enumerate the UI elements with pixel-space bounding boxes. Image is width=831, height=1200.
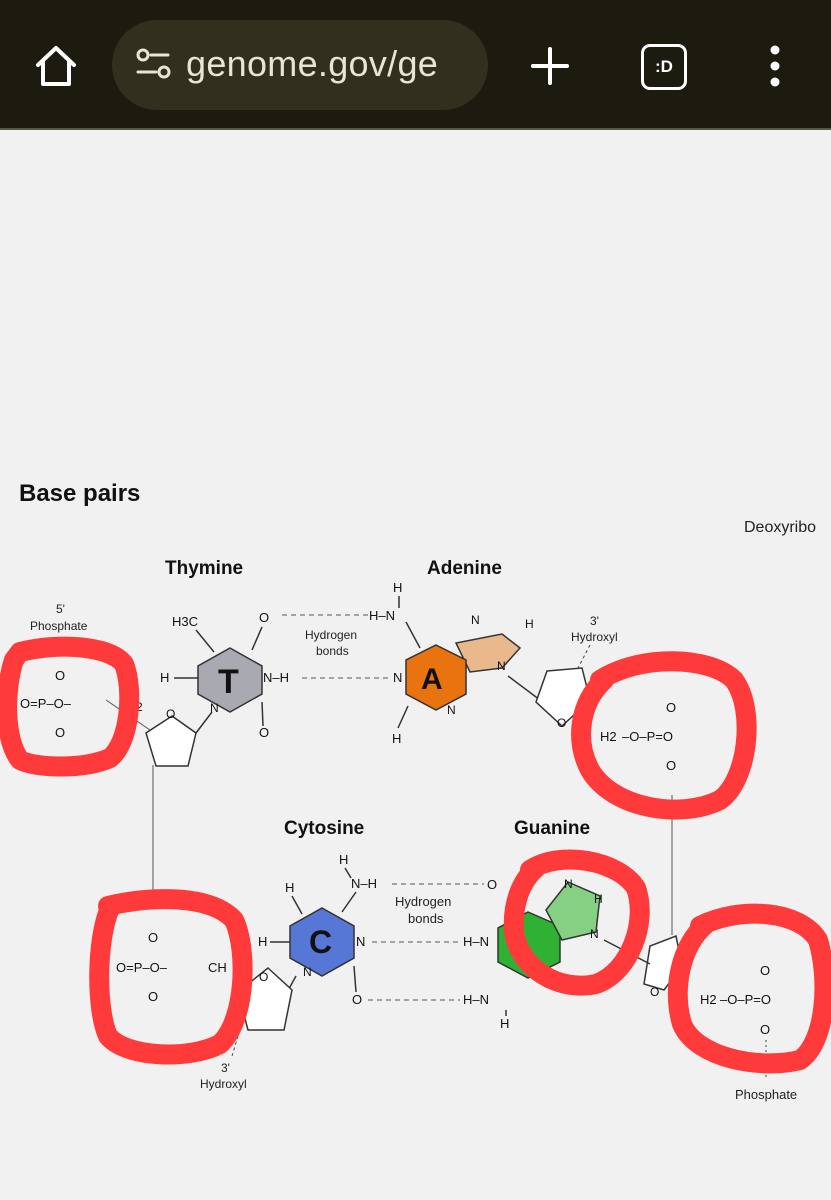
deoxyribose-label: Deoxyribo [744,519,816,536]
svg-text:O: O [259,725,269,740]
new-tab-button[interactable] [524,40,576,92]
menu-button[interactable] [760,40,790,92]
svg-text:N: N [471,613,480,627]
svg-text:H2: H2 [700,992,717,1007]
svg-text:N–H: N–H [263,670,289,685]
svg-text:N: N [447,703,456,717]
adenine-pentagon [454,633,522,673]
svg-text:O: O [55,725,65,740]
three-prime-label-top: 3' [590,614,599,628]
svg-text:H: H [258,934,267,949]
thymine-letter: T [218,663,239,701]
svg-text:O: O [352,992,362,1007]
sugar-ring-top-left [145,715,197,767]
svg-text:H: H [525,617,534,631]
svg-text:N: N [393,670,402,685]
thymine-label: Thymine [165,558,243,579]
svg-text:O: O [666,700,676,715]
svg-text:H: H [500,1016,509,1031]
home-button[interactable] [30,40,82,92]
red-annotation-circles [0,636,831,1074]
svg-text:–O–P=O: –O–P=O [622,729,673,744]
cytosine-ring [289,907,355,977]
svg-text:N–H: N–H [351,876,377,891]
annotation-circle-top-left [0,636,140,777]
annotation-circle-bottom-left [89,889,253,1065]
more-vertical-icon [770,45,780,87]
url-text: genome.gov/ge [186,43,439,84]
guanine-label: Guanine [514,818,590,839]
hydroxyl-label-bottom: Hydroxyl [200,1077,247,1091]
browser-toolbar: genome.gov/ge :D [0,0,831,130]
svg-text:O: O [650,985,659,999]
svg-text:H–N: H–N [369,608,395,623]
svg-text:H: H [594,892,603,906]
phosphate-label-left: Phosphate [30,619,88,633]
svg-text:N: N [356,934,365,949]
svg-text:O: O [259,610,269,625]
diagram-title: Base pairs [19,480,140,507]
cytosine-letter: C [309,924,332,960]
svg-text:H2: H2 [600,729,617,744]
tab-switcher-button[interactable]: :D [641,44,687,90]
svg-text:N: N [590,927,599,941]
hydrogen-bonds-label-top-2: bonds [316,644,349,658]
svg-text:H: H [392,731,401,746]
svg-text:N: N [564,877,573,891]
svg-text:N: N [497,659,506,673]
cytosine-label: Cytosine [284,818,364,839]
svg-text:H: H [339,852,348,867]
svg-text:O: O [148,989,158,1004]
hydrogen-bonds-label-bottom-1: Hydrogen [395,894,451,909]
svg-text:O: O [259,970,268,984]
plus-icon [531,47,569,85]
three-prime-label-bottom: 3' [221,1061,230,1075]
hydrogen-bonds-label-top-1: Hydrogen [305,628,357,642]
svg-text:–O–P=O: –O–P=O [720,992,771,1007]
annotation-circle-top-right [571,651,757,820]
svg-text:O=P–O–: O=P–O– [20,696,72,711]
adenine-ring [405,644,467,711]
svg-text:H: H [285,880,294,895]
annotation-circle-bottom-right [667,903,831,1074]
svg-text:O: O [760,963,770,978]
guanine-pentagon [545,881,601,941]
site-settings-icon[interactable] [134,45,174,85]
svg-text:H: H [393,580,402,595]
svg-text:O: O [557,716,566,730]
svg-text:O: O [666,758,676,773]
svg-text:O: O [487,877,497,892]
home-icon [36,46,76,86]
phosphate-label-right: Phosphate [735,1087,797,1102]
svg-text:O=P–O–: O=P–O– [116,960,168,975]
hydrogen-bonds-label-bottom-2: bonds [408,911,444,926]
svg-text:H–N: H–N [463,992,489,1007]
svg-text:H3C: H3C [172,614,198,629]
svg-text:O: O [55,668,65,683]
tab-count-badge: :D [655,57,673,76]
svg-text:N: N [303,965,312,979]
hydroxyl-label-top: Hydroxyl [571,630,618,644]
thymine-ring [197,647,263,713]
five-prime-label: 5' [56,602,65,616]
adenine-label: Adenine [427,558,502,579]
svg-text:O: O [166,707,175,721]
adenine-letter: A [421,663,443,696]
base-pairs-diagram: Base pairs Deoxyribo Thymine Adenine Cyt… [0,480,831,1102]
svg-text:O: O [148,930,158,945]
svg-text:CH: CH [208,960,227,975]
svg-text:N: N [210,701,219,715]
annotation-circle-guanine [503,849,650,996]
svg-text:O: O [760,1022,770,1037]
address-bar[interactable]: genome.gov/ge [112,20,488,110]
page-content: Base pairs Deoxyribo Thymine Adenine Cyt… [0,130,831,1200]
svg-text:H–N: H–N [463,934,489,949]
svg-text:H: H [160,670,169,685]
svg-text:2: 2 [136,700,143,714]
